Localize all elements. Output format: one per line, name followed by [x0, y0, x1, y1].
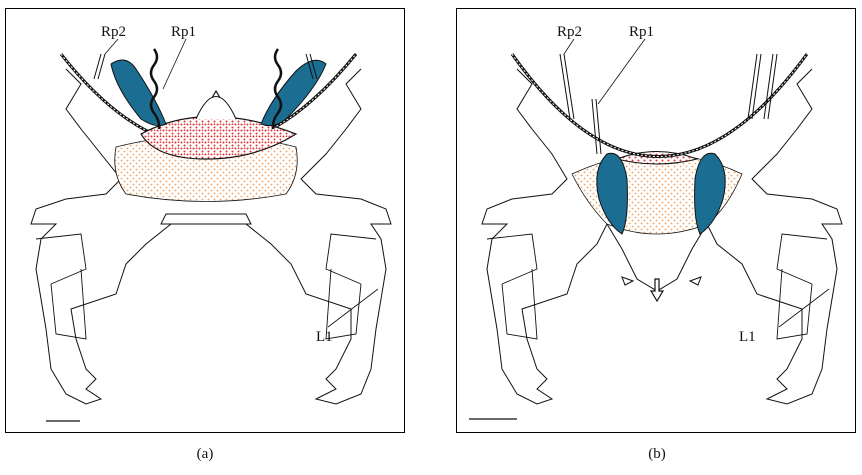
panel-b: Rp2 Rp1 L1 [456, 8, 856, 433]
label-rp1: Rp1 [171, 24, 196, 40]
l1-leader [779, 289, 829, 327]
down-arrow-icon [651, 279, 663, 301]
label-rp2: Rp2 [557, 24, 582, 40]
leg-segments-left [487, 234, 537, 339]
label-rp2: Rp2 [101, 24, 126, 40]
arrowhead-right [690, 277, 701, 285]
rp2-leader [564, 39, 574, 54]
arrowhead-left [622, 277, 633, 285]
muscle-right [695, 153, 726, 234]
leg-segments-left [36, 234, 86, 339]
body-outline [482, 69, 842, 404]
muscle-left [111, 60, 166, 126]
rp2-leader [105, 39, 118, 54]
panel-a: Rp2 Rp1 L1 [5, 8, 405, 433]
label-l1: L1 [316, 329, 333, 345]
panel-a-drawing: Rp2 Rp1 L1 [6, 9, 406, 434]
label-rp1: Rp1 [629, 24, 654, 40]
central-plate [161, 214, 251, 224]
label-l1: L1 [739, 329, 756, 345]
l1-leader [328, 289, 378, 327]
rp1-leader [598, 39, 645, 104]
muscle-left [597, 153, 628, 234]
caption-b: (b) [637, 446, 677, 463]
panel-b-drawing: Rp2 Rp1 L1 [457, 9, 857, 434]
rp1-rods [592, 99, 601, 154]
caption-a: (a) [185, 446, 225, 463]
rp1-leader [163, 39, 186, 89]
